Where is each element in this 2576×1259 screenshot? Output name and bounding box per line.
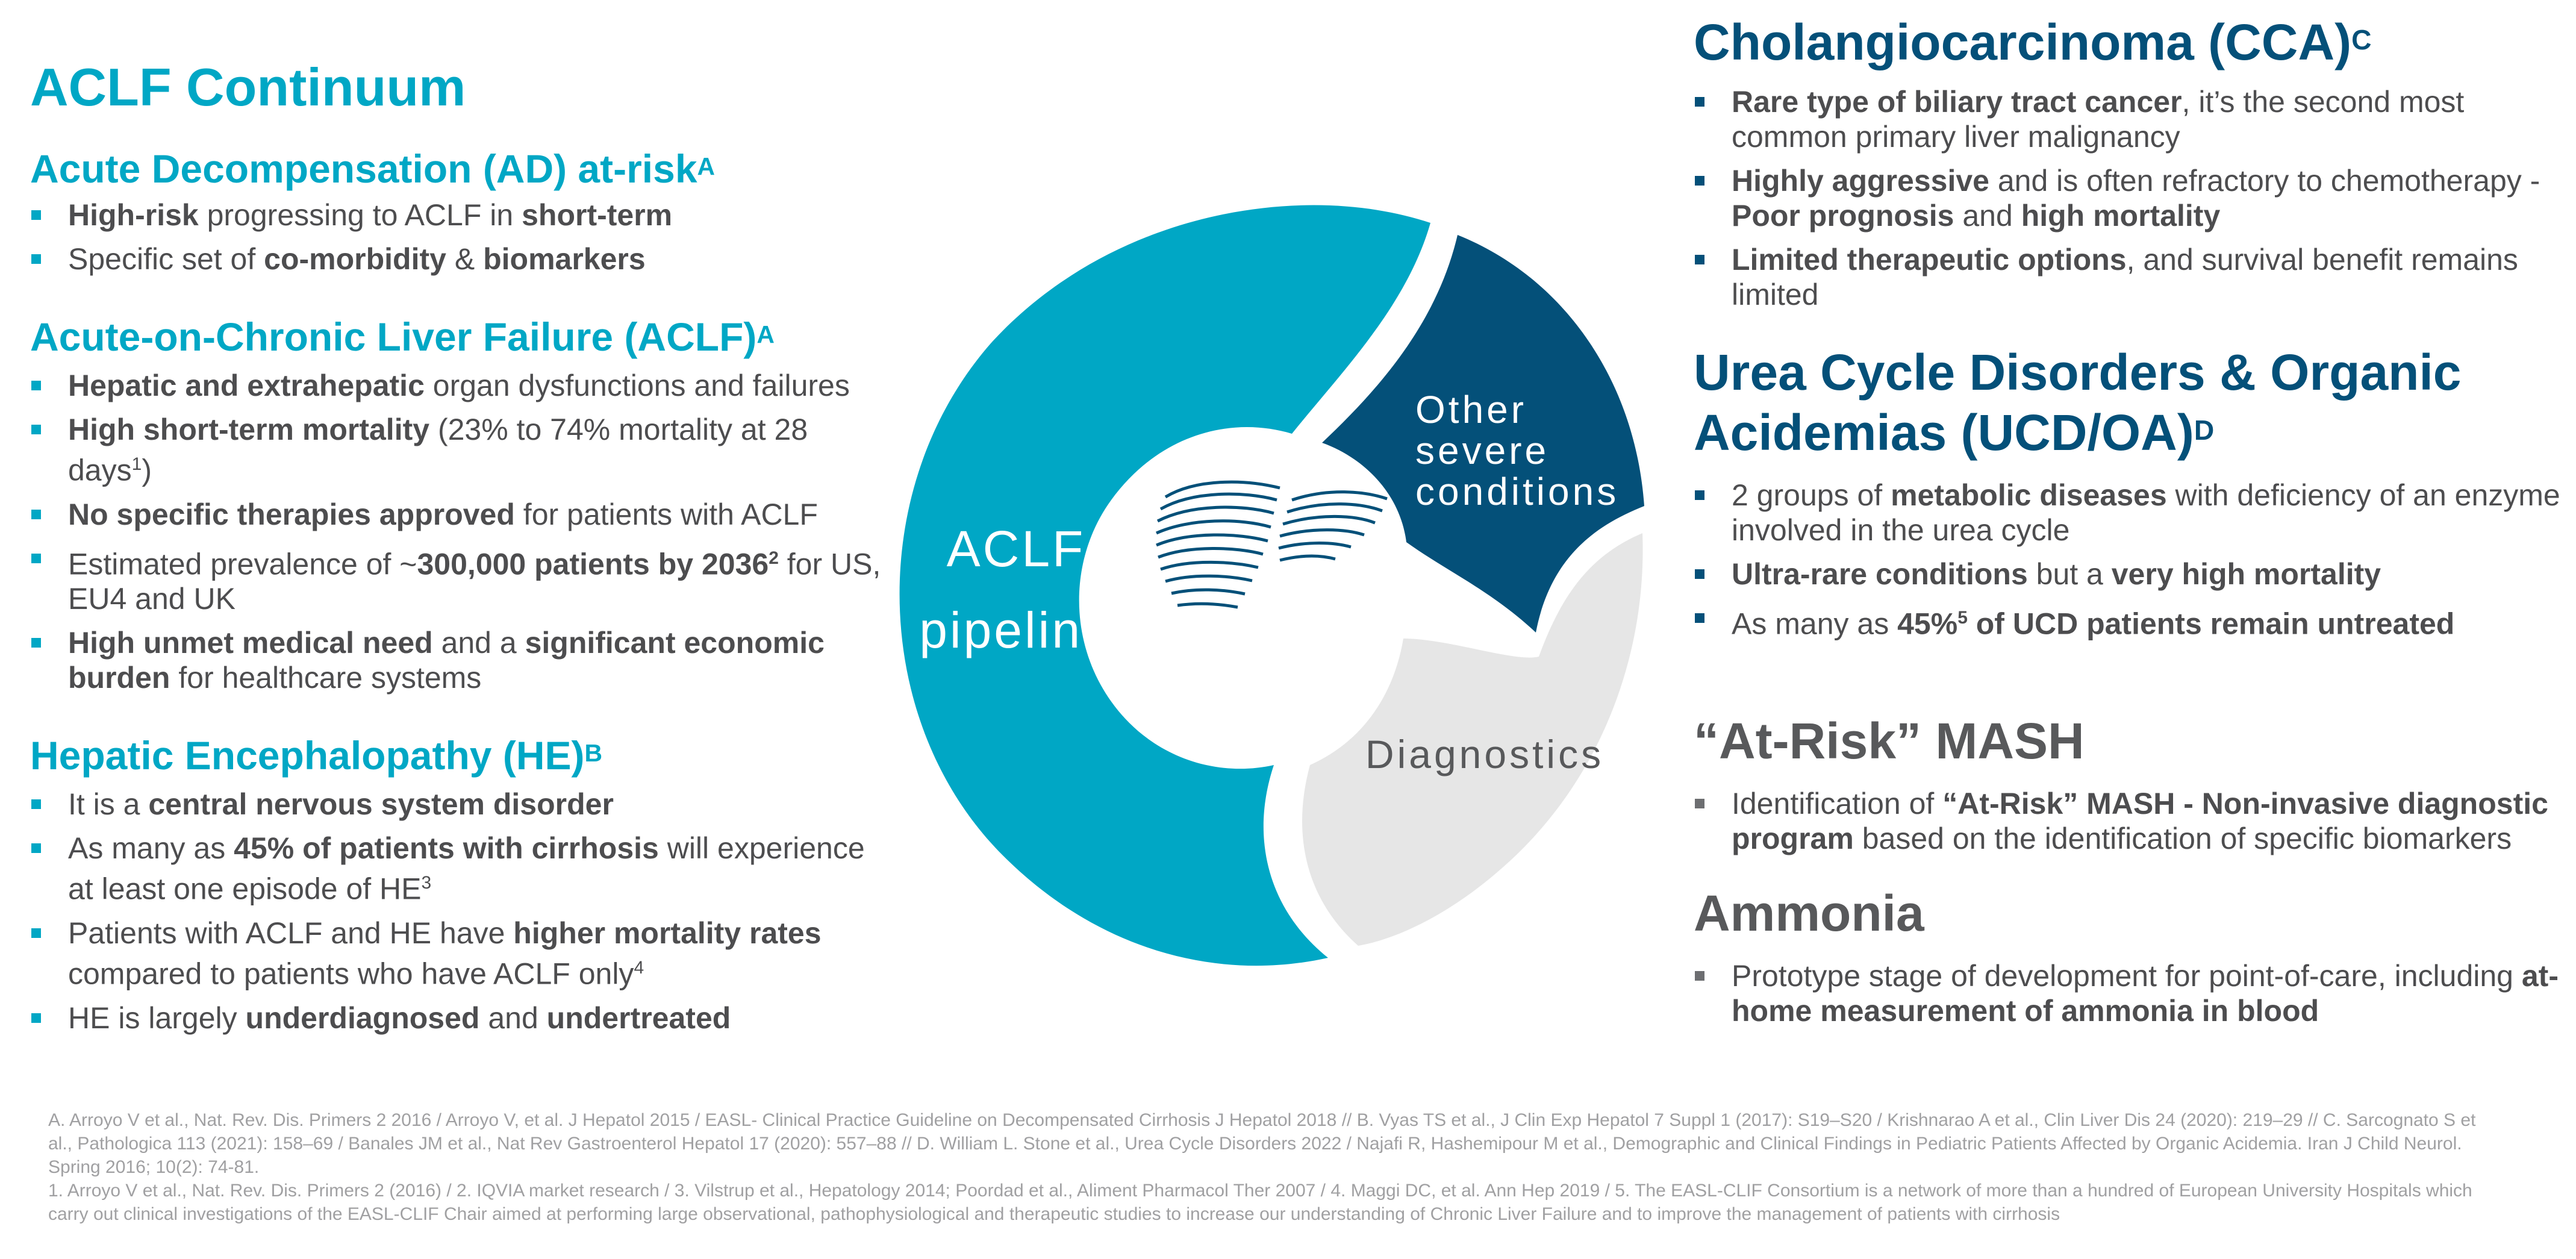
section-title: Hepatic Encephalopathy (HE)B <box>30 733 603 778</box>
section-title: Acute-on-Chronic Liver Failure (ACLF)A <box>30 314 775 359</box>
list-item: As many as 45% of patients with cirrhosi… <box>30 831 885 907</box>
donut-graphic: ACLF pipeline Other severe conditions Di… <box>899 205 1644 966</box>
list-item: Patients with ACLF and HE have higher mo… <box>30 916 885 992</box>
list-item: Specific set of co-morbidity & biomarker… <box>30 242 885 276</box>
left-column: ACLF Continuum Acute Decompensation (AD)… <box>30 57 885 1045</box>
list-item: 2 groups of metabolic diseases with defi… <box>1694 478 2561 548</box>
section-title: Acute Decompensation (AD) at-riskA <box>30 146 716 191</box>
section-title: Cholangiocarcinoma (CCA)C <box>1694 14 2372 70</box>
list-item: Estimated prevalence of ~300,000 patient… <box>30 541 885 617</box>
section-title: “At-Risk” MASH <box>1694 712 2085 769</box>
reference-marker: A <box>697 152 716 180</box>
reference-marker: D <box>2194 414 2215 446</box>
bullet-list: It is a central nervous system disorder … <box>30 787 885 1035</box>
section-title: Ammonia <box>1694 884 1924 942</box>
footnote-numbered: 1. Arroyo V et al., Nat. Rev. Dis. Prime… <box>48 1181 2472 1224</box>
section-ad: Acute Decompensation (AD) at-riskA High-… <box>30 145 885 276</box>
list-item: Highly aggressive and is often refractor… <box>1694 163 2561 233</box>
reference-marker: C <box>2351 24 2372 55</box>
section-mash: “At-Risk” MASH Identification of “At-Ris… <box>1694 711 2561 856</box>
footnote-references: A. Arroyo V et al., Nat. Rev. Dis. Prime… <box>48 1110 2476 1177</box>
list-item: Identification of “At-Risk” MASH - Non-i… <box>1694 786 2561 856</box>
page-title: ACLF Continuum <box>30 57 466 117</box>
list-item: Prototype stage of development for point… <box>1694 958 2561 1028</box>
list-item: HE is largely underdiagnosed and undertr… <box>30 1001 885 1036</box>
list-item: Ultra-rare conditions but a very high mo… <box>1694 557 2561 592</box>
section-ammonia: Ammonia Prototype stage of development f… <box>1694 883 2561 1028</box>
right-column: Cholangiocarcinoma (CCA)C Rare type of b… <box>1694 12 2561 1037</box>
pipeline-donut: ACLF pipeline Other severe conditions Di… <box>882 205 1653 970</box>
aclf-pipeline-segment <box>899 205 1430 966</box>
list-item: Rare type of biliary tract cancer, it’s … <box>1694 84 2561 154</box>
liver-icon <box>1155 480 1388 609</box>
bullet-list: Prototype stage of development for point… <box>1694 958 2561 1028</box>
bullet-list: Identification of “At-Risk” MASH - Non-i… <box>1694 786 2561 856</box>
other-severe-conditions-segment <box>1322 235 1644 633</box>
section-he: Hepatic Encephalopathy (HE)B It is a cen… <box>30 731 885 1035</box>
list-item: Limited therapeutic options, and surviva… <box>1694 242 2561 312</box>
other-label: Other <box>1415 388 1527 431</box>
list-item: As many as 45%5 of UCD patients remain u… <box>1694 601 2561 642</box>
bullet-list: Rare type of biliary tract cancer, it’s … <box>1694 84 2561 312</box>
list-item: High-risk progressing to ACLF in short-t… <box>30 198 885 233</box>
conditions-label: conditions <box>1415 470 1619 513</box>
diagnostics-label: Diagnostics <box>1365 732 1604 776</box>
bullet-list: High-risk progressing to ACLF in short-t… <box>30 198 885 276</box>
list-item: It is a central nervous system disorder <box>30 787 885 822</box>
section-cca: Cholangiocarcinoma (CCA)C Rare type of b… <box>1694 12 2561 312</box>
footnotes: A. Arroyo V et al., Nat. Rev. Dis. Prime… <box>48 1108 2487 1226</box>
pipeline-label: pipeline <box>919 602 1113 658</box>
list-item: Hepatic and extrahepatic organ dysfuncti… <box>30 368 885 403</box>
reference-marker: B <box>584 739 603 767</box>
list-item: High unmet medical need and a significan… <box>30 625 885 695</box>
severe-label: severe <box>1415 429 1549 472</box>
bullet-list: 2 groups of metabolic diseases with defi… <box>1694 478 2561 642</box>
list-item: High short-term mortality (23% to 74% mo… <box>30 412 885 488</box>
section-aclf: Acute-on-Chronic Liver Failure (ACLF)A H… <box>30 313 885 695</box>
list-item: No specific therapies approved for patie… <box>30 497 885 532</box>
diagnostics-segment <box>1302 533 1643 946</box>
aclf-label: ACLF <box>947 520 1086 577</box>
bullet-list: Hepatic and extrahepatic organ dysfuncti… <box>30 368 885 695</box>
reference-marker: A <box>756 320 775 348</box>
